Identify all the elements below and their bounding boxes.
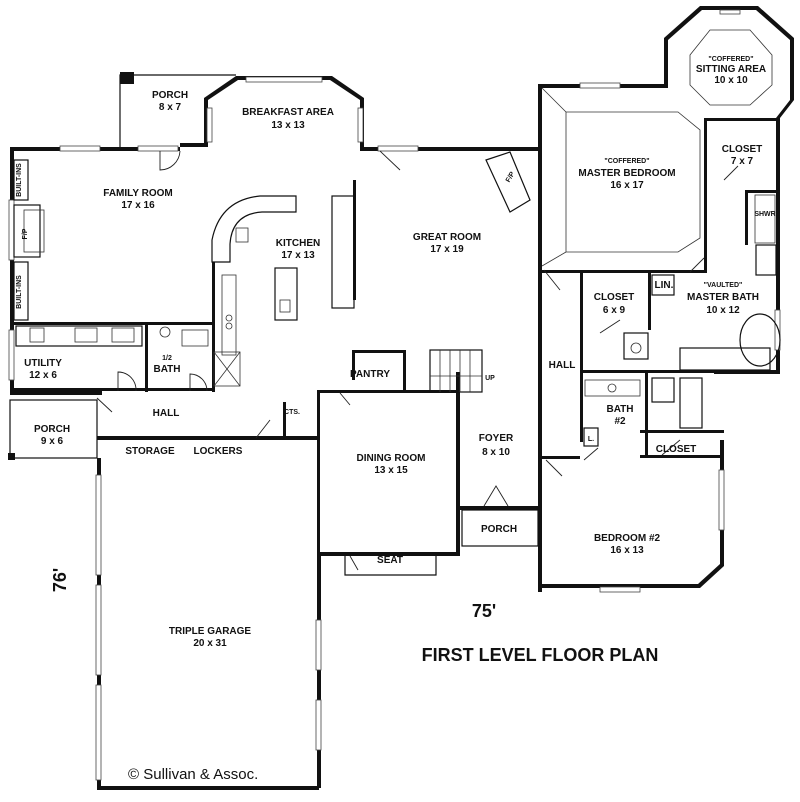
porch-front-label: PORCH <box>481 524 517 535</box>
master-fireplace <box>485 151 531 213</box>
linen-small-label: L. <box>588 436 594 443</box>
breakfast-name: BREAKFAST AREA <box>242 107 334 118</box>
hall-right-name: HALL <box>549 360 576 371</box>
fp-master-label: F/P <box>505 170 517 183</box>
stair-up-label: UP <box>485 375 495 382</box>
master-bed-tag: "COFFERED" <box>604 158 649 165</box>
utility-size: 12 x 6 <box>29 370 57 381</box>
bath2-fixtures <box>583 377 703 447</box>
great-name: GREAT ROOM <box>413 232 481 243</box>
kitchen-cabinets <box>211 195 355 387</box>
family-name: FAMILY ROOM <box>103 188 172 199</box>
closet-master-size: 7 x 7 <box>731 156 754 167</box>
master-bath-fixtures <box>623 194 781 371</box>
windows <box>8 9 781 781</box>
half-bath-name: 1/2 <box>162 355 172 362</box>
porch-back-size: 8 x 7 <box>159 102 182 113</box>
half-bath-size: BATH <box>153 364 180 375</box>
shower-label: SHWR. <box>754 211 777 218</box>
fixture-labels: F/P BUILT-INS BUILT-INS F/P SHWR. UP L. <box>16 163 778 443</box>
sitting-size: 10 x 10 <box>714 75 748 86</box>
foyer-name: FOYER <box>479 433 514 444</box>
sitting-name: SITTING AREA <box>696 64 766 75</box>
lockers-label: LOCKERS <box>194 446 243 457</box>
ceiling-lines <box>541 29 773 267</box>
closet-mid-size: 6 x 9 <box>603 305 626 316</box>
utility-name: UTILITY <box>24 358 62 369</box>
bedroom2-size: 16 x 13 <box>610 545 644 556</box>
closet-master-name: CLOSET <box>722 144 763 155</box>
porch-side-size: 9 x 6 <box>41 436 64 447</box>
room-labels: PORCH 8 x 7 BREAKFAST AREA 13 x 13 FAMIL… <box>24 56 766 649</box>
closet-mid-name: CLOSET <box>594 292 635 303</box>
porch-side-name: PORCH <box>34 424 70 435</box>
width-dimension: 75' <box>472 601 496 621</box>
hall-left-name: HALL <box>153 408 180 419</box>
master-bath-name: MASTER BATH <box>687 292 759 303</box>
bath2-name: BATH <box>606 404 633 415</box>
stair <box>429 349 483 393</box>
bath2-size: #2 <box>614 416 626 427</box>
great-size: 17 x 19 <box>430 244 464 255</box>
bedroom2-name: BEDROOM #2 <box>594 533 661 544</box>
master-bed-name: MASTER BEDROOM <box>578 168 675 179</box>
seat-label: SEAT <box>377 555 403 566</box>
garage-name: TRIPLE GARAGE <box>169 626 252 637</box>
built-ins-top-label: BUILT-INS <box>16 163 23 197</box>
doors <box>96 150 739 571</box>
family-fireplace <box>13 159 45 321</box>
family-size: 17 x 16 <box>121 200 155 211</box>
foyer-size: 8 x 10 <box>482 447 510 458</box>
garage-size: 20 x 31 <box>193 638 227 649</box>
master-bath-size: 10 x 12 <box>706 305 740 316</box>
breakfast-size: 13 x 13 <box>271 120 305 131</box>
depth-dimension: 76' <box>50 568 70 592</box>
porch-back-name: PORCH <box>152 90 188 101</box>
built-ins-bottom-label: BUILT-INS <box>16 275 23 309</box>
pantry-label: PANTRY <box>350 369 390 380</box>
cts-label: CTS. <box>284 409 300 416</box>
copyright-text: © Sullivan & Assoc. <box>128 766 258 783</box>
dining-name: DINING ROOM <box>357 453 426 464</box>
dining-size: 13 x 15 <box>374 465 408 476</box>
closet-bed2-name: CLOSET <box>656 444 697 455</box>
master-bed-size: 16 x 17 <box>610 180 644 191</box>
kitchen-name: KITCHEN <box>276 238 320 249</box>
fp-family-label: F/P <box>22 228 29 239</box>
lin-label: LIN. <box>655 280 674 291</box>
master-bath-tag: "VAULTED" <box>704 282 743 289</box>
exterior-walls <box>10 6 794 790</box>
utility-fixtures <box>15 325 209 347</box>
storage-label: STORAGE <box>125 446 175 457</box>
kitchen-size: 17 x 13 <box>281 250 315 261</box>
sitting-tag: "COFFERED" <box>708 56 753 63</box>
porch-structures <box>8 72 539 576</box>
plan-title: FIRST LEVEL FLOOR PLAN <box>422 645 659 665</box>
interior-walls <box>14 118 776 555</box>
